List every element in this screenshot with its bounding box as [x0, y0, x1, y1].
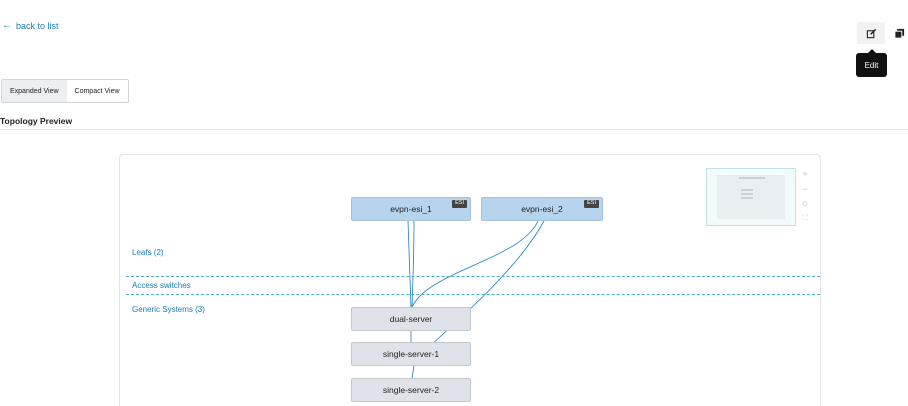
section-divider [0, 129, 908, 130]
zoom-out-icon[interactable]: − [802, 184, 808, 194]
esi-badge: ESI [452, 200, 467, 208]
minimap-node-mark [741, 197, 753, 199]
generic-node-single-server-2[interactable]: single-server-2 [351, 378, 471, 402]
generic-node-label: single-server-1 [382, 349, 440, 359]
back-to-list-link[interactable]: ← back to list [2, 20, 59, 32]
expanded-view-button[interactable]: Expanded View [2, 80, 67, 102]
minimap-leaf-mark [739, 177, 765, 179]
leaf-node-label: evpn-esi_2 [521, 204, 563, 214]
lane-divider-access [126, 294, 820, 295]
edit-button[interactable] [857, 22, 885, 44]
clone-icon [893, 28, 904, 39]
generic-node-label: dual-server [389, 314, 433, 324]
leaf-node-evpn-esi-2[interactable]: evpn-esi_2 ESI [481, 197, 603, 221]
lane-label-access: Access switches [132, 281, 191, 290]
section-title: Topology Preview [0, 116, 73, 126]
fit-view-icon[interactable]: ⛶ [802, 215, 808, 222]
arrow-left-icon: ← [2, 20, 12, 31]
minimap-node-mark [741, 193, 753, 195]
topology-minimap[interactable] [706, 168, 796, 226]
zoom-reset-icon[interactable]: ⊙ [802, 201, 808, 208]
zoom-in-icon[interactable]: + [802, 169, 808, 179]
lane-divider-leafs [126, 276, 820, 277]
back-to-list-label: back to list [16, 21, 59, 31]
lane-label-generic: Generic Systems (3) [132, 305, 205, 314]
clone-button[interactable] [885, 22, 908, 44]
generic-node-dual-server[interactable]: dual-server [351, 307, 471, 331]
edit-tooltip: Edit [856, 49, 887, 77]
leaf-node-label: evpn-esi_1 [390, 204, 432, 214]
generic-node-label: single-server-2 [382, 385, 440, 395]
lane-label-leafs: Leafs (2) [132, 248, 164, 257]
leaf-node-evpn-esi-1[interactable]: evpn-esi_1 ESI [351, 197, 471, 221]
minimap-node-mark [741, 189, 753, 191]
esi-badge: ESI [584, 200, 599, 208]
view-toggle: Expanded View Compact View [1, 79, 129, 103]
edit-icon [866, 28, 876, 38]
compact-view-button[interactable]: Compact View [66, 80, 128, 102]
generic-node-single-server-1[interactable]: single-server-1 [351, 342, 471, 366]
